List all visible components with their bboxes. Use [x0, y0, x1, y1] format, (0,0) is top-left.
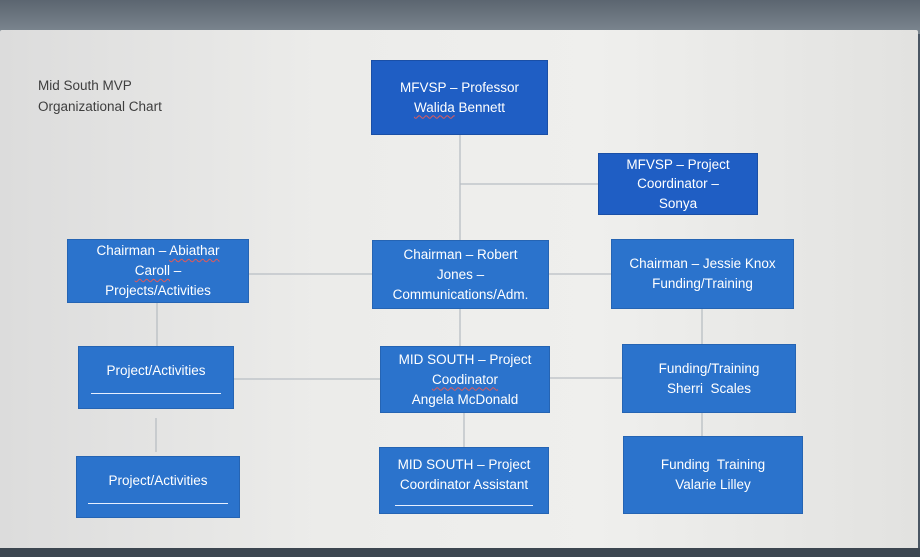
- node-chairman-abiathar-line-2: Caroll –: [135, 261, 182, 281]
- chart-title: Mid South MVP Organizational Chart: [38, 75, 162, 117]
- node-chairman-abiathar-line-3: Projects/Activities: [105, 283, 211, 298]
- node-chairman-jessie-line-1: Chairman – Jessie Knox: [629, 256, 776, 271]
- node-funding-valarie: Funding Training Valarie Lilley: [623, 436, 803, 514]
- node-funding-sherri-line-2: Sherri Scales: [666, 380, 752, 396]
- node-chairman-abiathar-dash: –: [170, 263, 182, 278]
- node-project-activities-2-blank-line: [88, 502, 228, 504]
- node-chairman-abiathar-line-1: Chairman – Abiathar: [96, 241, 219, 261]
- node-funding-valarie-line-2: Valarie Lilley: [675, 477, 751, 492]
- node-chairman-abiathar: Chairman – Abiathar Caroll – Projects/Ac…: [67, 239, 249, 303]
- node-mfvsp-coordinator-line-1: MFVSP – Project: [626, 156, 730, 172]
- node-chairman-robert-line-3: Communications/Adm.: [392, 286, 529, 302]
- node-mfvsp-professor-line-1: MFVSP – Professor: [399, 79, 520, 95]
- node-midsouth-assistant-line-2: Coordinator Assistant: [399, 477, 529, 492]
- node-mfvsp-professor-name-last: Bennett: [454, 99, 506, 115]
- node-project-activities-1-blank-line: [91, 393, 221, 394]
- node-chairman-abiathar-last: Caroll: [134, 263, 170, 278]
- node-funding-sherri: Funding/Training Sherri Scales: [622, 344, 796, 413]
- node-midsouth-coordinator: MID SOUTH – Project Coodinator Angela Mc…: [380, 346, 550, 413]
- node-midsouth-assistant-line-1: MID SOUTH – Project: [397, 457, 531, 472]
- node-mfvsp-coordinator: MFVSP – Project Coordinator – Sonya: [598, 153, 758, 215]
- node-midsouth-coordinator-line-1: MID SOUTH – Project: [398, 351, 532, 367]
- node-chairman-robert: Chairman – Robert Jones – Communications…: [372, 240, 549, 309]
- node-mfvsp-professor-line-2: Walida Bennett: [414, 98, 505, 118]
- node-midsouth-assistant-blank-line: [395, 505, 533, 506]
- node-mfvsp-coordinator-line-3: Sonya: [658, 195, 698, 211]
- node-chairman-abiathar-first: Abiathar: [169, 243, 220, 258]
- node-project-activities-1-label: Project/Activities: [106, 363, 206, 378]
- node-mfvsp-professor-name-first: Walida: [413, 99, 455, 115]
- node-chairman-jessie: Chairman – Jessie Knox Funding/Training: [611, 239, 794, 309]
- node-chairman-abiathar-prefix: Chairman –: [96, 243, 170, 258]
- node-chairman-jessie-line-2: Funding/Training: [652, 276, 753, 291]
- node-mfvsp-professor: MFVSP – Professor Walida Bennett: [371, 60, 548, 135]
- monitor-bottom-edge: [0, 548, 920, 557]
- chart-title-line-2: Organizational Chart: [38, 99, 162, 114]
- node-midsouth-assistant: MID SOUTH – Project Coordinator Assistan…: [379, 447, 549, 514]
- monitor-top-edge: [0, 0, 920, 34]
- node-midsouth-coordinator-line-3: Angela McDonald: [411, 391, 519, 407]
- chart-title-line-1: Mid South MVP: [38, 78, 132, 93]
- node-chairman-robert-line-1: Chairman – Robert: [403, 246, 518, 262]
- node-project-activities-2: Project/Activities: [76, 456, 240, 518]
- node-funding-valarie-line-1: Funding Training: [660, 457, 766, 472]
- node-mfvsp-coordinator-line-2: Coordinator –: [637, 176, 719, 192]
- node-project-activities-2-label: Project/Activities: [108, 472, 208, 488]
- node-project-activities-1: Project/Activities: [78, 346, 234, 409]
- node-midsouth-coordinator-title: Coodinator: [431, 371, 499, 387]
- node-chairman-robert-line-2: Jones –: [436, 266, 485, 282]
- node-funding-sherri-line-1: Funding/Training: [658, 360, 760, 376]
- node-midsouth-coordinator-line-2: Coodinator: [432, 370, 498, 390]
